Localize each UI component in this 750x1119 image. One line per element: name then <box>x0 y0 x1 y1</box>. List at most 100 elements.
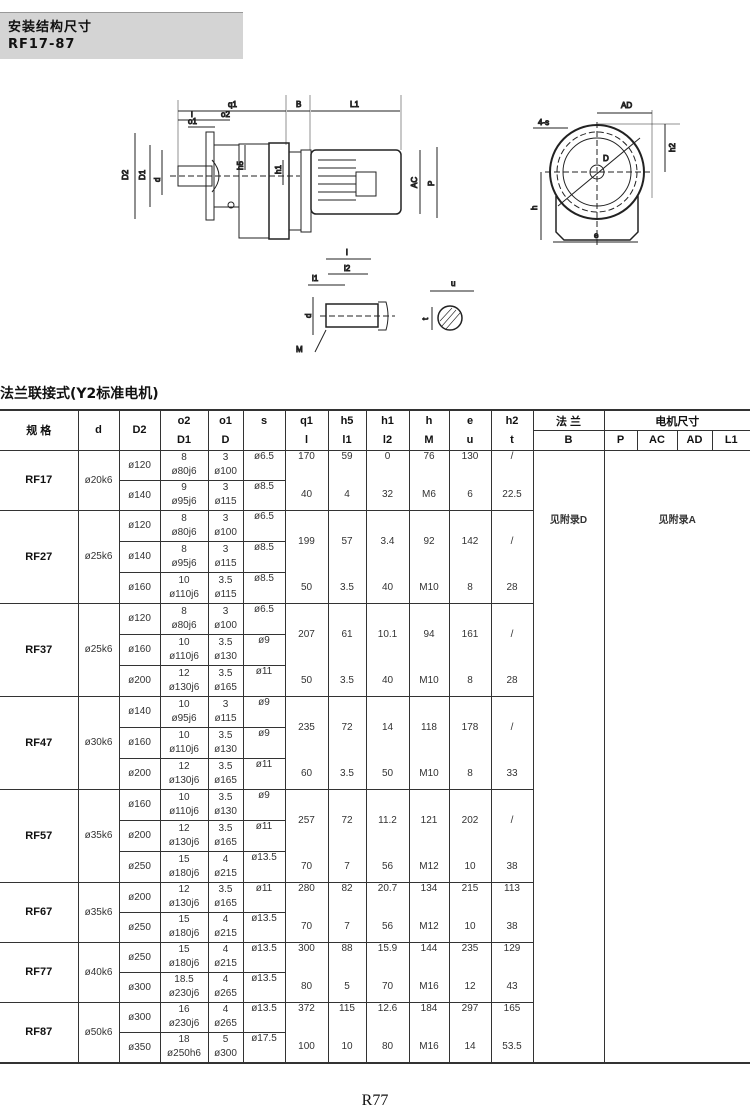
svg-text:t: t <box>421 317 430 320</box>
h1-cell: 15.9 <box>365 941 410 972</box>
o1-value: 3.5 <box>218 636 233 648</box>
svg-text:u: u <box>451 279 455 288</box>
u-cell: 8 <box>448 758 492 790</box>
motor-note: 见附录A <box>603 449 750 1063</box>
h5-cell: 115 <box>327 1001 367 1032</box>
o2-value: 15 <box>178 944 190 955</box>
header-o1: o1 <box>207 409 244 431</box>
s-cell: ø11 <box>242 664 286 697</box>
o2-value: 12 <box>178 822 190 834</box>
o2-value: 10 <box>178 791 190 803</box>
l2-cell: 32 <box>365 480 410 511</box>
e-cell: 161 <box>448 602 492 665</box>
header-AD: AD <box>676 430 713 451</box>
M-cell: M10 <box>408 758 450 790</box>
D1-value: ø180j6 <box>168 867 200 879</box>
D2-cell: ø250 <box>119 850 161 883</box>
D-value: ø265 <box>214 988 237 999</box>
o1-value: 3.5 <box>218 884 233 895</box>
o1-value: 4 <box>222 1004 229 1015</box>
h-cell: 121 <box>408 788 450 851</box>
header-AC: AC <box>636 430 678 451</box>
o1-value: 3 <box>222 605 229 617</box>
l-cell: 100 <box>284 1032 329 1063</box>
o1-value: 3.5 <box>218 729 233 741</box>
s-cell: ø13.5 <box>242 941 286 973</box>
M-cell: M12 <box>408 912 450 943</box>
header-P: P <box>603 430 638 451</box>
s-cell: ø11 <box>242 881 286 913</box>
D-value: ø100 <box>214 619 237 631</box>
M-cell: M10 <box>408 665 450 697</box>
svg-text:q1: q1 <box>228 100 237 109</box>
h5-cell: 82 <box>327 881 367 912</box>
flange-note: 见附录D <box>532 449 605 1063</box>
e-cell: 142 <box>448 509 492 572</box>
svg-text:B: B <box>296 100 301 109</box>
l1-cell: 3.5 <box>327 572 367 604</box>
shaft-diameter-cell: ø35k6 <box>77 881 120 943</box>
shaft-diameter-cell: ø25k6 <box>77 602 120 697</box>
t-cell: 43 <box>490 972 533 1003</box>
h2-cell: / <box>490 788 533 851</box>
D2-cell: ø120 <box>118 602 161 635</box>
header-u: u <box>448 430 492 451</box>
D1-value: ø110j6 <box>169 805 199 817</box>
o2-value: 18 <box>178 1034 190 1045</box>
l-cell: 50 <box>284 572 329 604</box>
M-cell: M10 <box>408 572 450 604</box>
o1-D-cell: 3.5 ø165 <box>207 881 244 913</box>
h1-cell: 10.1 <box>365 602 410 665</box>
s-cell: ø13.5 <box>242 971 286 1003</box>
h-cell: 94 <box>408 602 450 665</box>
header-h: h <box>408 409 450 431</box>
D1-value: ø95j6 <box>171 496 197 507</box>
D-value: ø115 <box>214 712 237 724</box>
q1-cell: 257 <box>284 788 329 851</box>
h-cell: 144 <box>408 941 450 972</box>
o1-value: 4 <box>222 974 229 985</box>
o2-value: 9 <box>181 482 187 493</box>
header-h2: h2 <box>490 409 534 431</box>
o2-value: 18.5 <box>174 974 194 985</box>
D2-cell: ø200 <box>119 819 161 852</box>
l2-cell: 40 <box>365 572 410 604</box>
o1-value: 3.5 <box>218 574 233 586</box>
svg-text:l2: l2 <box>344 264 351 273</box>
l-cell: 50 <box>284 665 329 697</box>
s-cell: ø8.5 <box>242 540 285 573</box>
D2-cell: ø160 <box>119 726 161 759</box>
h1-cell: 12.6 <box>365 1001 410 1032</box>
o2-D1-cell: 10 ø110j6 <box>159 788 209 821</box>
page-number: R77 <box>361 1092 389 1109</box>
side-view-drawing: q1 B L1 l o2 o1 D2 D1 d h5 h1 AC P <box>121 95 438 240</box>
svg-text:h: h <box>530 206 539 210</box>
s-cell: ø6.5 <box>242 602 286 635</box>
D1-value: ø110j6 <box>169 588 199 600</box>
dimension-drawings: q1 B L1 l o2 o1 D2 D1 d h5 h1 AC P AD 4-… <box>121 95 680 355</box>
svg-text:l: l <box>191 110 193 119</box>
e-cell: 215 <box>448 881 492 912</box>
svg-text:d: d <box>153 178 162 182</box>
D-value: ø165 <box>214 898 237 909</box>
o1-value: 3 <box>222 452 229 463</box>
shaft-drawing: l l2 l1 d M <box>296 248 395 355</box>
l-cell: 40 <box>284 480 329 511</box>
o1-value: 4 <box>222 853 229 865</box>
s-cell: ø6.5 <box>242 449 286 481</box>
